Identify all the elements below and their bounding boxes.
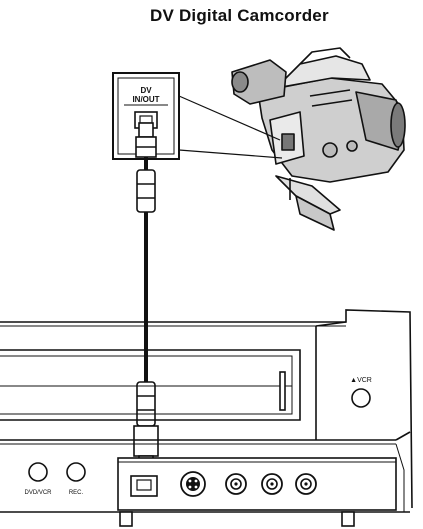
s-video-jack-icon xyxy=(180,471,206,497)
audio-right-jack-icon xyxy=(295,473,317,495)
rec-button[interactable]: REC. xyxy=(66,462,86,496)
diagram-title: DV Digital Camcorder xyxy=(150,6,329,25)
dvd-vcr-deck xyxy=(0,309,413,527)
front-dv-port-icon xyxy=(130,475,158,497)
vcr-eject-button[interactable]: ▲VCR xyxy=(350,377,372,408)
vcr-eject-label: ▲VCR xyxy=(350,377,372,384)
camcorder-illustration xyxy=(231,47,406,231)
dvd-vcr-button-label: DVD/VCR xyxy=(24,490,52,496)
dv-inout-label: IN/OUT xyxy=(132,95,159,104)
video-jack-icon xyxy=(225,473,247,495)
audio-left-jack-icon xyxy=(261,473,283,495)
rec-button-label: REC. xyxy=(69,490,84,496)
dv-cable xyxy=(133,122,159,477)
dvd-vcr-button[interactable]: DVD/VCR xyxy=(24,462,52,496)
dv-label: DV xyxy=(140,86,152,95)
